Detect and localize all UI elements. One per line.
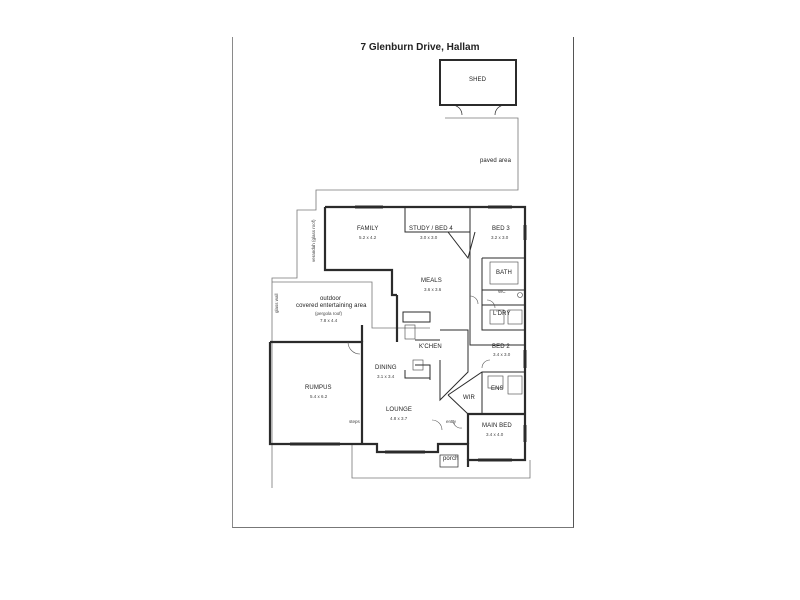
plan-title: 7 Glenburn Drive, Hallam [360,42,480,53]
study-size: 3.0 x 3.0 [420,235,438,240]
family-label: FAMILY [357,226,379,232]
outdoor-label-2: covered entertaining area [296,303,367,309]
drawing-sheet [232,37,574,528]
porch-steps [439,454,459,468]
bed3-label: BED 3 [492,226,510,232]
door-swings [347,295,496,431]
wc-label: WC [498,289,506,294]
kitchen-label: K'CHEN [419,344,442,350]
outdoor-label: outdoor [320,296,342,302]
windows [290,205,527,462]
bed3-size: 3.2 x 3.0 [491,235,509,240]
meals-size: 3.6 x 3.6 [424,287,442,292]
front-outline [351,445,531,479]
interior-walls [402,207,525,415]
main-bed-label: MAIN BED [482,423,512,429]
lounge-size: 4.8 x 3.7 [390,416,408,421]
outdoor-label-3: (pergola roof) [315,311,343,316]
outdoor-outline [272,281,430,329]
laundry-label: L'DRY [493,311,511,317]
rumpus-size: 5.4 x 6.2 [310,394,328,399]
steps-label: steps [349,419,360,424]
bed2-size: 3.4 x 3.0 [493,352,511,357]
outdoor-size: 7.8 x 4.4 [320,318,338,323]
study-label: STUDY / BED 4 [409,226,453,232]
wir-label: WIR [463,395,475,401]
bed2-label: BED 2 [492,344,510,350]
bath-label: BATH [496,270,512,276]
verandah-label: verandah (glass roof) [311,219,316,262]
main-bed-size: 3.4 x 4.0 [486,432,504,437]
lot-boundary [271,117,519,488]
entry-label: entry [446,419,457,424]
dining-label: DINING [375,365,397,371]
dining-size: 3.1 x 3.4 [377,374,395,379]
fixtures [404,261,523,395]
rumpus-label: RUMPUS [305,385,332,391]
porch-label: porch [443,456,459,462]
meals-label: MEALS [421,278,442,284]
paved-area-label: paved area [480,158,512,164]
lounge-label: LOUNGE [386,407,412,413]
ensuite-label: ENS [491,386,504,392]
shed [439,59,517,116]
glass-wall-label: glass wall [274,293,279,313]
family-size: 5.2 x 4.2 [359,235,377,240]
shed-label: SHED [469,77,487,83]
